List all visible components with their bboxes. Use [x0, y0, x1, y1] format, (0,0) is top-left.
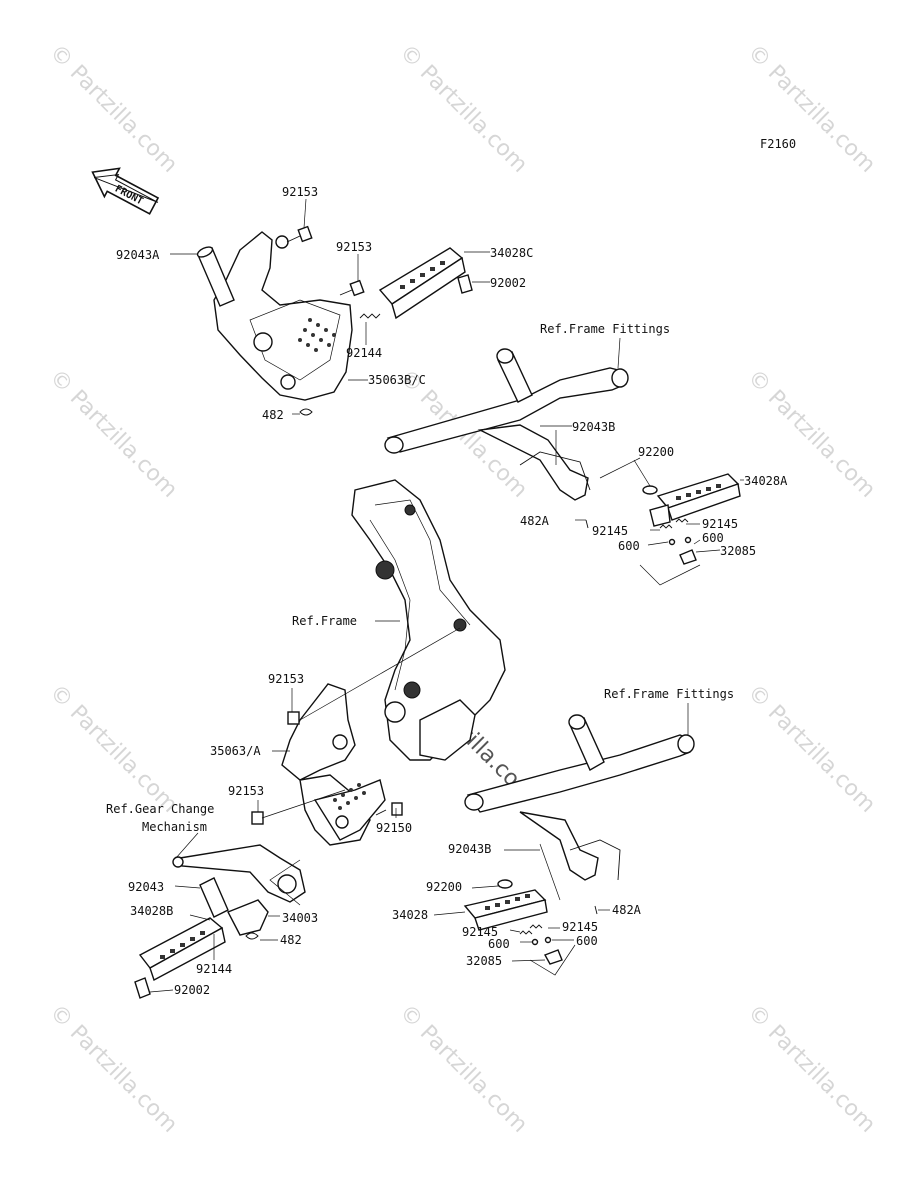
footpeg-34028A — [649, 473, 741, 527]
rubber-92002 — [457, 274, 473, 294]
part-label: 482 — [262, 408, 284, 422]
part-label: 92144 — [346, 346, 383, 360]
spring-92144 — [359, 313, 381, 319]
ball-600 — [668, 538, 676, 546]
part-label: 92145 — [462, 925, 499, 939]
bolt-92150 — [375, 802, 403, 816]
reference-label: Ref.Frame Fittings — [540, 322, 671, 336]
bolt-92153 — [339, 279, 365, 297]
reference-label: Ref.Gear Change — [106, 802, 215, 816]
part-label: 34003 — [282, 911, 319, 925]
pin-482 — [245, 932, 259, 940]
part-label: 92043 — [128, 880, 165, 894]
part-label: 600 — [702, 531, 724, 545]
part-label: 482 — [280, 933, 302, 947]
bolt-92153 — [287, 711, 300, 725]
part-label: 92043B — [572, 420, 616, 434]
ball-600 — [544, 936, 552, 944]
rear-right-bracket — [213, 231, 353, 401]
spring-92145 — [529, 924, 543, 929]
part-label: 34028C — [490, 246, 534, 260]
footpeg-34028C — [378, 247, 466, 320]
part-label: 600 — [618, 539, 640, 553]
washer-92200 — [642, 485, 658, 495]
part-label: 600 — [576, 934, 598, 948]
part-label: 92153 — [282, 185, 319, 199]
frame-fittings-upper — [384, 348, 629, 501]
gear-change-lever — [172, 844, 306, 903]
diagram-code: F2160 — [760, 137, 797, 151]
spring-92145 — [675, 518, 689, 523]
left-bracket-35063A — [281, 683, 386, 846]
part-label: 34028B — [130, 904, 174, 918]
part-label: 92150 — [376, 821, 413, 835]
pin-482A — [594, 905, 598, 915]
pin-482 — [299, 408, 313, 416]
footpeg-34028B — [138, 917, 226, 982]
leader-lines — [149, 198, 744, 993]
frame-fittings-lower — [464, 714, 695, 881]
front-arrow-icon: FRONT — [91, 167, 160, 215]
part-label: 482A — [612, 903, 641, 917]
part-label: 32085 — [720, 544, 757, 558]
pedal-34003 — [227, 899, 269, 936]
part-label: 35063B/C — [368, 373, 426, 387]
reference-label: Ref.Frame — [292, 614, 358, 628]
bolt-92153 — [251, 811, 264, 825]
part-label: 92153 — [268, 672, 305, 686]
part-label: 92145 — [592, 524, 629, 538]
plate-32085 — [679, 549, 697, 565]
part-label: 92145 — [702, 517, 739, 531]
part-label: 32085 — [466, 954, 503, 968]
spring-92145 — [519, 930, 533, 935]
part-label: 92043A — [116, 248, 160, 262]
ball-600 — [531, 938, 539, 946]
bolt-92153 — [286, 225, 313, 243]
part-label: 92200 — [426, 880, 463, 894]
part-label: 92002 — [490, 276, 527, 290]
part-label: 34028A — [744, 474, 788, 488]
sleeve-92043 — [199, 877, 229, 918]
footpeg-34028 — [463, 889, 548, 931]
part-label: 92200 — [638, 445, 675, 459]
part-label: 92043B — [448, 842, 492, 856]
part-label: 92145 — [562, 920, 599, 934]
washer-92200 — [497, 879, 513, 889]
frame-section — [351, 479, 506, 761]
spring-92145 — [659, 524, 673, 529]
plate-32085 — [543, 949, 563, 965]
part-label: 92002 — [174, 983, 211, 997]
part-label: 92153 — [228, 784, 265, 798]
part-label: 600 — [488, 937, 510, 951]
reference-label: Mechanism — [142, 820, 208, 834]
part-label: 35063/A — [210, 744, 261, 758]
ball-600 — [684, 536, 692, 544]
rubber-92002 — [134, 977, 151, 999]
part-label: 92144 — [196, 962, 233, 976]
part-label: 34028 — [392, 908, 429, 922]
sleeve-92043A — [196, 246, 235, 307]
reference-label: Ref.Frame Fittings — [604, 687, 735, 701]
pin-482A — [585, 519, 589, 529]
part-label: 92153 — [336, 240, 373, 254]
part-label: 482A — [520, 514, 549, 528]
